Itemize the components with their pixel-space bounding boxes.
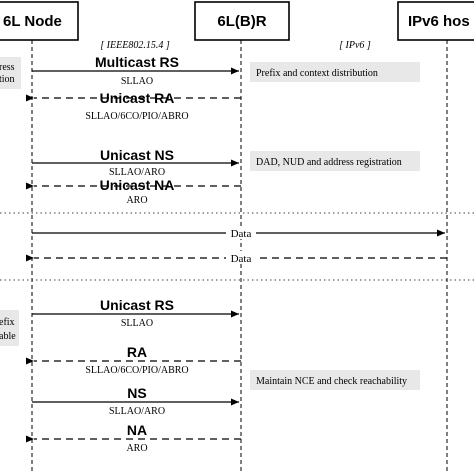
message-sub: ARO [126, 443, 147, 454]
protocol-left-label: [ IEEE802.15.4 ] [100, 40, 170, 51]
message-data-backward: Data [25, 251, 447, 265]
message-unicast-ns: Unicast NS SLLAO/ARO [32, 147, 239, 178]
participant-host: IPv6 hos [397, 1, 474, 41]
note-prefix-distribution: Prefix and context distribution [250, 62, 420, 82]
note-nce-reachability: Maintain NCE and check reachability [250, 370, 420, 390]
left-note-bottom-line2: able [0, 331, 16, 342]
message-sub: SLLAO/ARO [109, 167, 165, 178]
message-label: NA [127, 422, 147, 438]
left-note-top-line1: ress [0, 62, 15, 73]
note-prefix-text: Prefix and context distribution [256, 68, 378, 79]
message-sub: SLLAO/6CO/PIO/ABRO [85, 365, 188, 376]
message-label: Unicast NA [100, 177, 175, 193]
message-unicast-ra: Unicast RA SLLAO/6CO/PIO/ABRO [25, 90, 241, 122]
participant-host-label: IPv6 hos [408, 13, 470, 30]
note-dad-registration: DAD, NUD and address registration [250, 151, 420, 171]
message-sub: SLLAO [121, 318, 153, 329]
left-note-bottom-line1: efix [0, 317, 15, 328]
data-forward-label: Data [231, 228, 252, 240]
message-ns: NS SLLAO/ARO [32, 385, 239, 417]
message-data-forward: Data [32, 226, 445, 240]
data-backward-label: Data [231, 253, 252, 265]
message-label: NS [127, 385, 146, 401]
message-na: NA ARO [25, 422, 241, 454]
message-label: Multicast RS [95, 54, 179, 70]
message-sub: SLLAO/6CO/PIO/ABRO [85, 111, 188, 122]
left-note-bottom: efix able [0, 310, 19, 346]
message-unicast-na: Unicast NA ARO [25, 177, 241, 206]
message-sub: ARO [126, 195, 147, 206]
left-note-top: ress tion [0, 57, 21, 89]
participant-node: 6L Node [0, 1, 79, 41]
message-label: Unicast RA [100, 90, 175, 106]
message-unicast-rs: Unicast RS SLLAO [32, 297, 239, 329]
message-sub: SLLAO [121, 76, 153, 87]
participant-router: 6L(B)R [194, 1, 290, 41]
protocol-right-label: [ IPv6 ] [339, 40, 371, 51]
message-ra: RA SLLAO/6CO/PIO/ABRO [25, 344, 241, 376]
message-label: Unicast NS [100, 147, 174, 163]
participant-node-label: 6L Node [3, 13, 62, 30]
left-note-top-line2: tion [0, 74, 15, 85]
message-multicast-rs: Multicast RS SLLAO [32, 54, 239, 87]
message-label: Unicast RS [100, 297, 174, 313]
note-dad-text: DAD, NUD and address registration [256, 157, 402, 168]
message-label: RA [127, 344, 147, 360]
participant-router-label: 6L(B)R [217, 13, 266, 30]
message-sub: SLLAO/ARO [109, 406, 165, 417]
note-nce-text: Maintain NCE and check reachability [256, 376, 407, 387]
